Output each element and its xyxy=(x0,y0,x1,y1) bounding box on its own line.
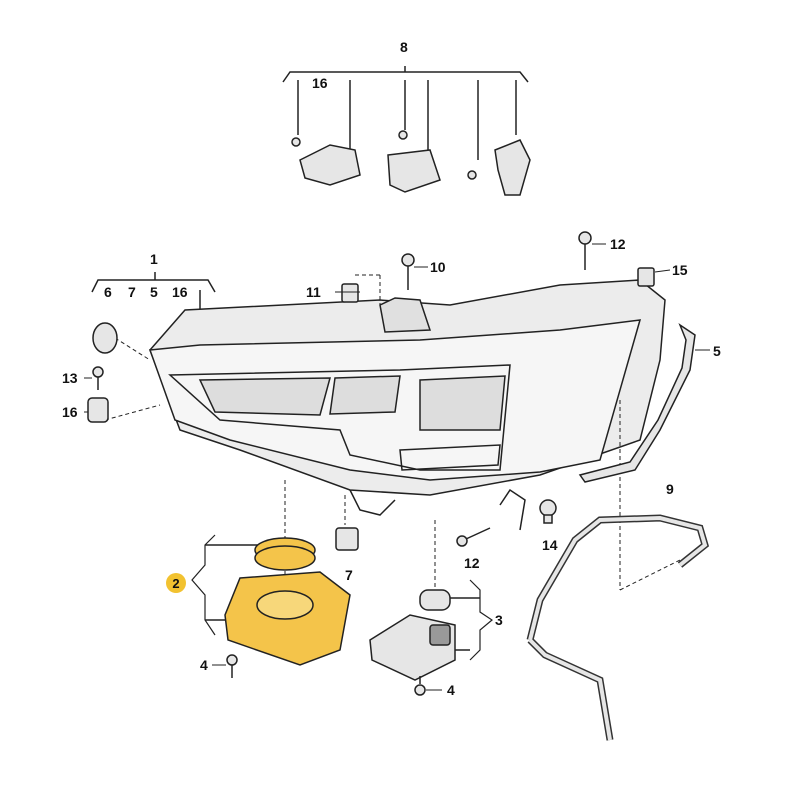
label-8: 8 xyxy=(400,39,408,55)
bracket-part-right xyxy=(467,139,531,196)
label-6: 6 xyxy=(104,284,112,300)
label-12-mid: 12 xyxy=(464,555,480,571)
label-14: 14 xyxy=(542,537,558,553)
bracket-1 xyxy=(91,272,216,293)
label-15: 15 xyxy=(672,262,688,278)
bracket-8 xyxy=(282,66,529,83)
label-4-left: 4 xyxy=(200,657,208,673)
label-2-highlight: 2 xyxy=(166,573,186,593)
label-5: 5 xyxy=(150,284,158,300)
part-2-ring xyxy=(254,537,316,571)
label-1: 1 xyxy=(150,251,158,267)
part-16-nut xyxy=(87,397,109,423)
part-4-screw-left xyxy=(226,654,238,678)
bracket-3 xyxy=(469,579,494,661)
part-10-screw xyxy=(401,253,415,290)
part-15-clip xyxy=(637,267,655,287)
label-11: 11 xyxy=(306,284,321,300)
part-3-module xyxy=(369,614,456,681)
headlight-assembly xyxy=(148,279,666,531)
part-5-seal xyxy=(578,323,696,483)
label-9: 9 xyxy=(666,481,674,497)
part-12-screw-top xyxy=(578,231,592,270)
part-14-clip xyxy=(539,499,557,524)
label-16-left: 16 xyxy=(62,404,78,420)
part-12-screw-mid xyxy=(456,527,491,547)
part-4-screw-mid xyxy=(414,676,426,696)
label-13: 13 xyxy=(62,370,78,386)
part-11-clip xyxy=(341,283,359,303)
label-7: 7 xyxy=(128,284,136,300)
part-13-screw xyxy=(92,366,104,390)
label-10: 10 xyxy=(430,259,446,275)
label-16: 16 xyxy=(172,284,188,300)
part-7-nut xyxy=(335,527,359,551)
label-4-mid: 4 xyxy=(447,682,455,698)
label-5-right: 5 xyxy=(713,343,721,359)
part-2-control-unit xyxy=(224,571,351,666)
label-7-mid: 7 xyxy=(345,567,353,583)
part-6-cap xyxy=(92,322,118,354)
label-12-top: 12 xyxy=(610,236,626,252)
label-16-top: 16 xyxy=(312,75,328,91)
part-3-gasket xyxy=(419,589,451,611)
bracket-part-middle xyxy=(387,130,441,193)
bracket-part-left xyxy=(291,137,361,186)
label-3: 3 xyxy=(495,612,503,628)
